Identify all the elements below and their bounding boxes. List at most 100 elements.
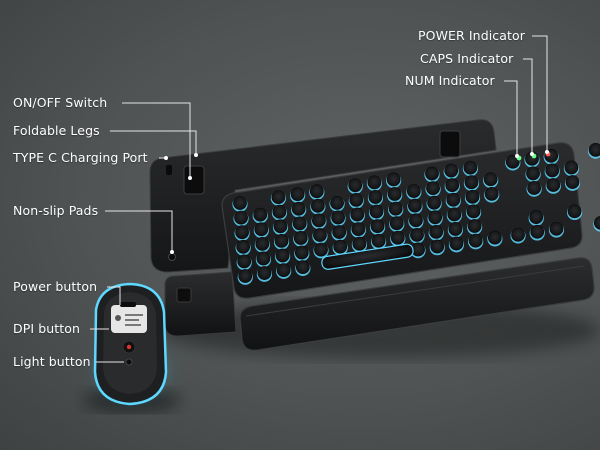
keycap xyxy=(468,233,483,248)
keycap xyxy=(529,210,544,225)
keycap xyxy=(445,178,460,193)
keycap xyxy=(467,219,482,233)
callout-non-slip-pads: Non-slip Pads xyxy=(13,203,99,218)
keycap xyxy=(426,181,440,195)
keycap xyxy=(448,222,463,236)
backlit-keycaps xyxy=(232,143,600,285)
keycap xyxy=(427,195,441,210)
keycap xyxy=(564,160,579,175)
keycap xyxy=(254,222,269,237)
keycap xyxy=(313,228,327,242)
callout-power-indicator: POWER Indicator xyxy=(418,28,526,43)
keyboard-front xyxy=(221,142,600,299)
foldable-leg-left xyxy=(183,165,205,195)
spacebar-key xyxy=(321,243,414,270)
wrist-rest-back-view xyxy=(164,271,237,337)
keycap xyxy=(463,160,478,175)
keycap xyxy=(275,248,290,263)
keycap xyxy=(530,224,545,239)
wrist-rest-front xyxy=(239,257,595,351)
keycap xyxy=(487,230,502,245)
keycap xyxy=(567,204,582,219)
keycap xyxy=(257,266,272,280)
keycap xyxy=(511,227,525,242)
mouse-bottom-view xyxy=(92,282,172,406)
keycap xyxy=(276,263,291,277)
callout-dots xyxy=(164,150,549,254)
keycap xyxy=(446,192,461,207)
keycap xyxy=(429,224,444,239)
keycap xyxy=(526,166,540,181)
callout-dpi-button: DPI button xyxy=(13,321,81,336)
keycap xyxy=(271,190,286,204)
keycap xyxy=(407,198,422,213)
keycap xyxy=(272,204,287,219)
keycap xyxy=(238,269,253,283)
mouse-light-button xyxy=(125,358,133,366)
keycap xyxy=(348,178,363,193)
keycap xyxy=(350,207,365,222)
keycap xyxy=(370,219,385,234)
keycap xyxy=(235,225,249,240)
callout-type-c-port: TYPE C Charging Port xyxy=(13,150,148,165)
keycap xyxy=(295,260,310,275)
keycap xyxy=(449,236,464,251)
callout-lines xyxy=(90,35,548,363)
keycap xyxy=(369,204,384,219)
keycap xyxy=(389,216,404,231)
keycap xyxy=(293,231,308,245)
callout-light-button: Light button xyxy=(13,354,91,369)
keycap xyxy=(410,227,424,242)
keycap xyxy=(349,192,364,207)
keycap xyxy=(464,175,479,190)
keycap xyxy=(294,245,309,260)
keycap xyxy=(588,143,600,157)
keycap xyxy=(255,236,270,251)
keycap xyxy=(371,233,386,248)
keycap xyxy=(351,222,366,236)
keycap xyxy=(368,190,383,204)
callout-power-button: Power button xyxy=(13,279,98,294)
keycap xyxy=(310,198,325,213)
keycap xyxy=(290,187,305,202)
keycap xyxy=(274,233,289,248)
keycap xyxy=(483,172,498,187)
keycap xyxy=(545,163,560,178)
keycap xyxy=(387,187,402,201)
callout-caps-indicator: CAPS Indicator xyxy=(420,51,514,66)
keycap xyxy=(253,207,268,222)
keycap xyxy=(465,189,480,204)
non-slip-pad xyxy=(168,253,176,261)
keycap xyxy=(237,254,252,269)
keycap xyxy=(333,239,348,254)
keycap xyxy=(311,213,326,228)
callout-foldable-legs: Foldable Legs xyxy=(13,123,100,138)
keycap xyxy=(352,236,367,251)
keycap xyxy=(390,230,405,245)
keycap xyxy=(425,166,439,181)
keycap xyxy=(409,213,423,228)
keycap xyxy=(484,186,499,201)
keycap xyxy=(466,204,481,219)
keycap xyxy=(406,184,421,198)
keycap xyxy=(292,216,307,231)
callout-num-indicator: NUM Indicator xyxy=(405,73,495,88)
keycap xyxy=(332,225,347,239)
keycap xyxy=(330,195,344,210)
foldable-leg-right xyxy=(439,130,461,158)
keycap xyxy=(386,172,401,187)
keycap xyxy=(273,219,288,234)
mouse-power-switch xyxy=(120,302,136,307)
keycap xyxy=(505,154,520,169)
keycap xyxy=(388,201,403,216)
keycap xyxy=(367,175,382,190)
keycap xyxy=(428,210,443,225)
keycap xyxy=(546,178,561,192)
keycap xyxy=(234,210,248,225)
keycap xyxy=(314,242,328,257)
keycap xyxy=(309,184,324,199)
type-c-port xyxy=(166,165,172,175)
keycap xyxy=(447,207,462,222)
